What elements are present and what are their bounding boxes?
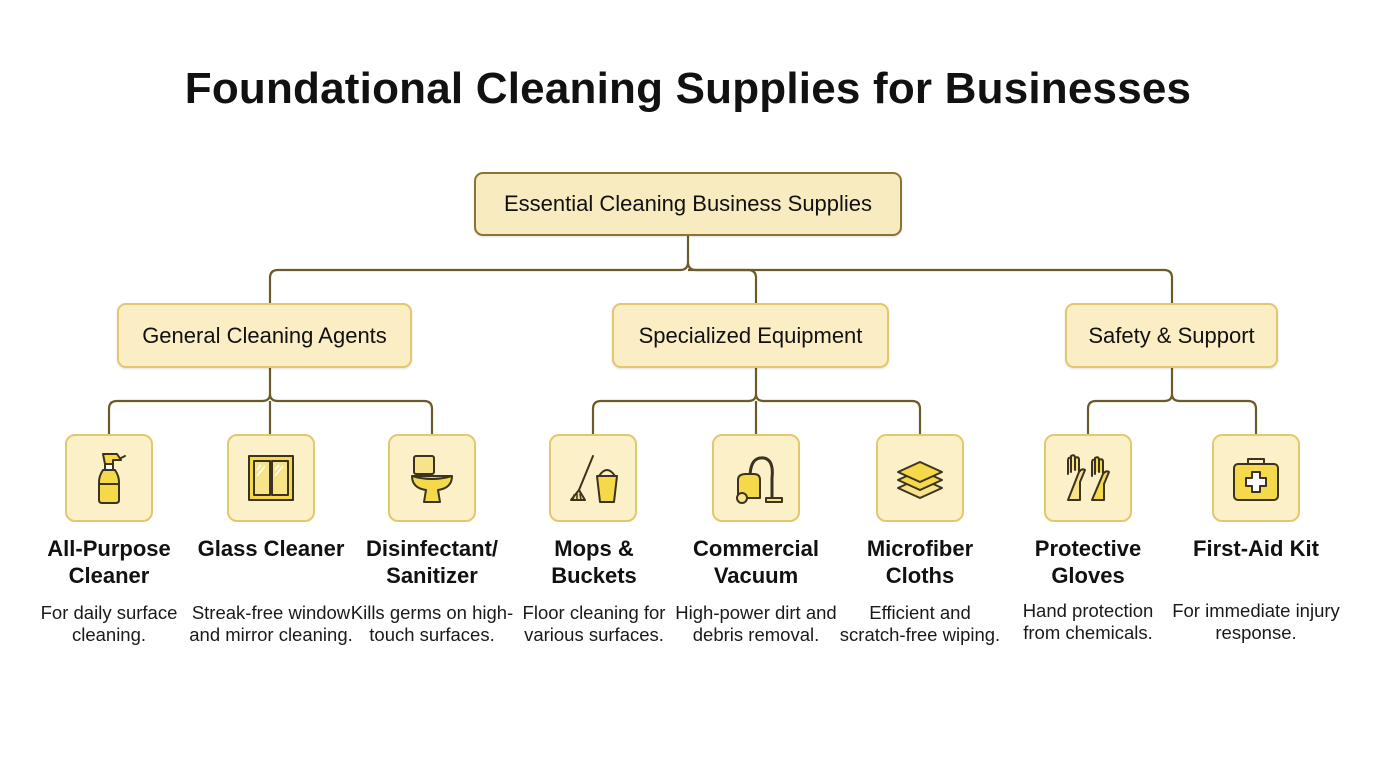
connector-root xyxy=(686,261,1174,303)
category-label: Safety & Support xyxy=(1088,322,1255,348)
item-description: Streak-free window and mirror cleaning. xyxy=(189,602,353,645)
item-description: Floor cleaning for various surfaces. xyxy=(522,602,666,645)
item-description: For daily surface cleaning. xyxy=(40,602,178,645)
connector-root xyxy=(688,268,758,303)
item-name: Glass Cleaner xyxy=(197,536,345,561)
diagram-title: Foundational Cleaning Supplies for Busin… xyxy=(184,64,1192,113)
item-name: Protective Gloves xyxy=(1034,536,1142,588)
item-description: High-power dirt and debris removal. xyxy=(675,602,837,645)
item-name: Disinfectant/ Sanitizer xyxy=(365,536,499,588)
vacuum-icon xyxy=(712,434,800,522)
category-specialized-equipment: Specialized Equipment xyxy=(612,303,889,368)
item-description: For immediate injury response. xyxy=(1172,600,1340,643)
category-general-cleaning-agents: General Cleaning Agents xyxy=(117,303,412,368)
connector-cat-1 xyxy=(268,393,434,434)
connector-cat-1 xyxy=(107,368,272,434)
category-label: Specialized Equipment xyxy=(638,322,863,348)
root-node: Essential Cleaning Business Supplies xyxy=(474,172,902,236)
item-name: First-Aid Kit xyxy=(1193,536,1319,561)
item-description: Kills germs on high-touch surfaces. xyxy=(350,602,514,645)
item-description: Efficient and scratch-free wiping. xyxy=(839,602,1001,645)
connector-cat-3 xyxy=(1086,368,1174,434)
connector-cat-2 xyxy=(591,368,758,434)
cloths-icon xyxy=(876,434,964,522)
item-description: Hand protection from chemicals. xyxy=(1022,600,1154,643)
category-safety-support: Safety & Support xyxy=(1065,303,1278,368)
item-name: All-Purpose Cleaner xyxy=(47,536,171,588)
item-name: Microfiber Cloths xyxy=(866,536,974,588)
window-icon xyxy=(227,434,315,522)
root-node-label: Essential Cleaning Business Supplies xyxy=(503,191,873,216)
gloves-icon xyxy=(1044,434,1132,522)
item-name: Mops & Buckets xyxy=(551,536,637,588)
mop-bucket-icon xyxy=(549,434,637,522)
first-aid-kit-icon xyxy=(1212,434,1300,522)
connector-root xyxy=(268,236,690,303)
toilet-icon xyxy=(388,434,476,522)
spray-bottle-icon xyxy=(65,434,153,522)
item-name: Commercial Vacuum xyxy=(693,536,819,588)
category-label: General Cleaning Agents xyxy=(142,322,387,348)
connector-cat-3 xyxy=(1170,393,1258,434)
connector-cat-2 xyxy=(754,393,922,434)
